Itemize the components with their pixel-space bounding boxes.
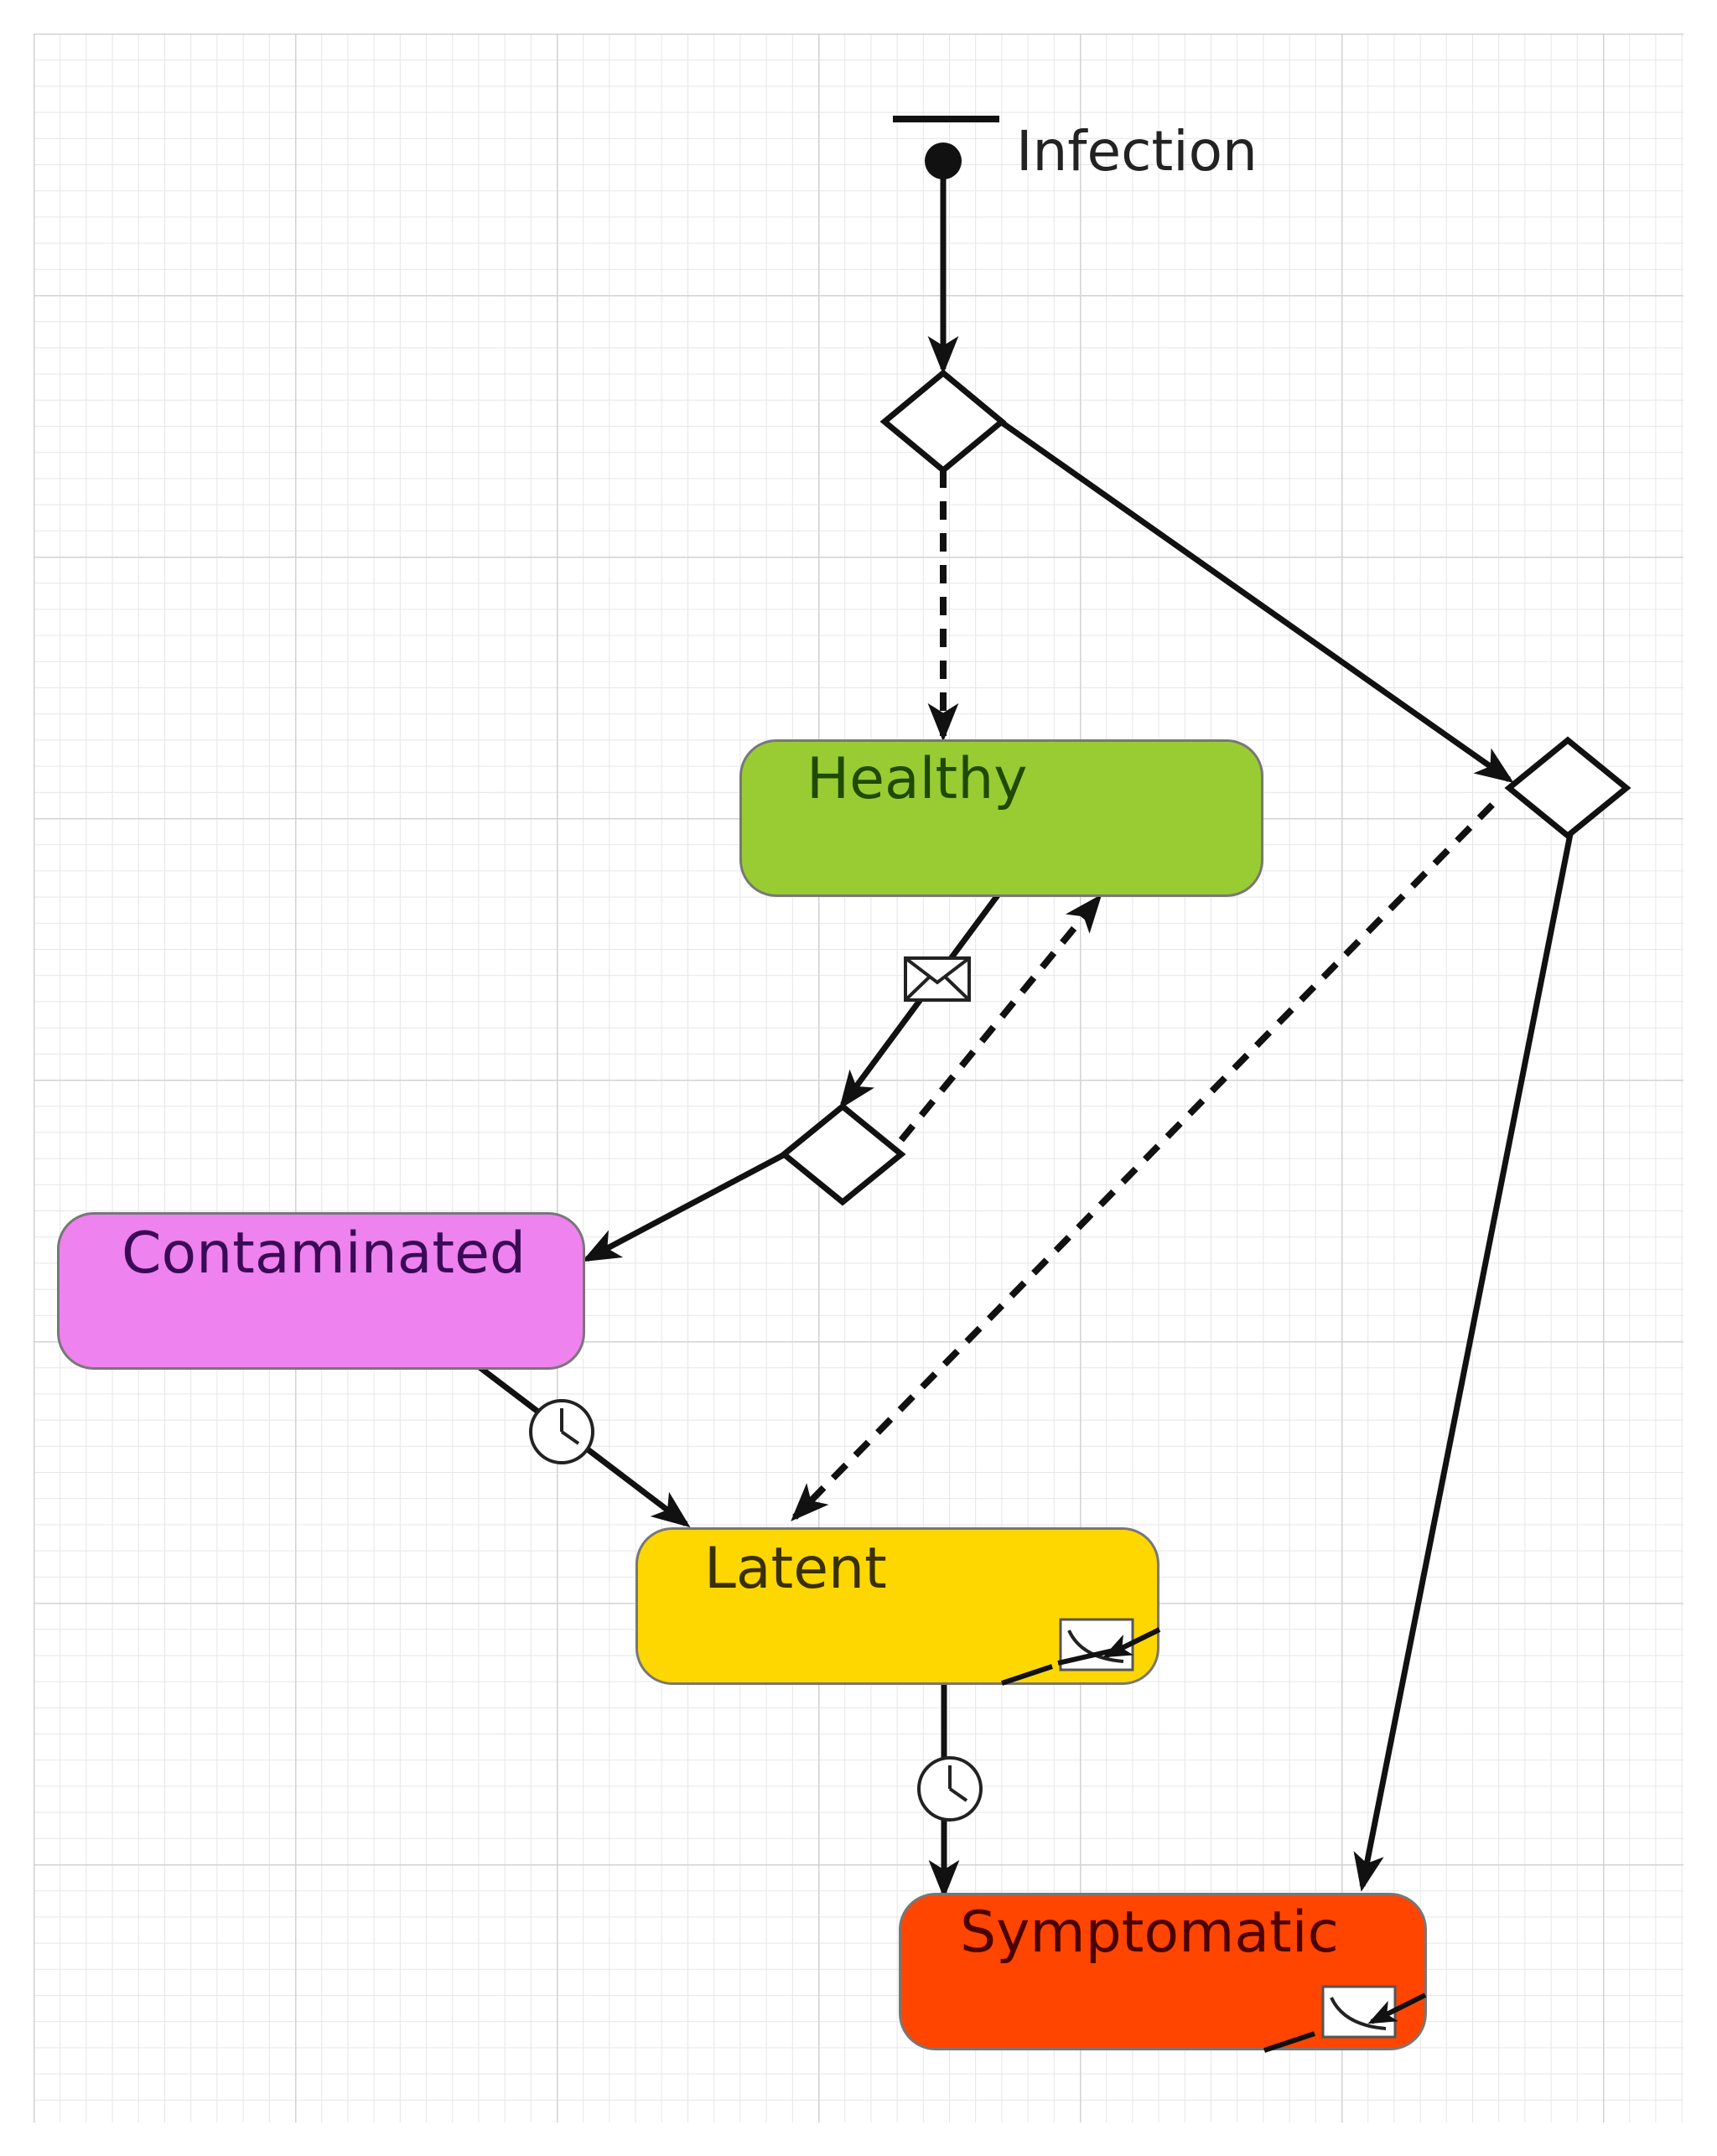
branch-top[interactable] [879, 369, 1007, 474]
transition-branch-to-right-branch[interactable] [997, 418, 1514, 783]
state-latent-label: Latent [704, 1536, 887, 1602]
state-contaminated[interactable] [57, 1212, 585, 1370]
transition-middle-branch-to-contaminated[interactable] [581, 1149, 790, 1262]
state-healthy[interactable] [739, 739, 1263, 897]
transition-middle-branch-to-healthy[interactable] [898, 894, 1102, 1143]
clock-icon [529, 1399, 594, 1464]
state-contaminated-label: Contaminated [122, 1221, 527, 1287]
branch-middle[interactable] [779, 1102, 906, 1206]
entry-point-label: Infection [1016, 119, 1258, 184]
clock-icon [917, 1756, 983, 1822]
envelope-icon [904, 956, 971, 1002]
state-symptomatic[interactable] [899, 1893, 1427, 2050]
transition-right-branch-to-symptomatic[interactable] [1353, 833, 1574, 1892]
state-healthy-label: Healthy [807, 746, 1028, 812]
transition-right-branch-to-latent[interactable] [791, 802, 1495, 1521]
state-symptomatic-label: Symptomatic [960, 1899, 1339, 1966]
grid-major-lines [34, 34, 1683, 2122]
branch-right[interactable] [1504, 736, 1631, 840]
